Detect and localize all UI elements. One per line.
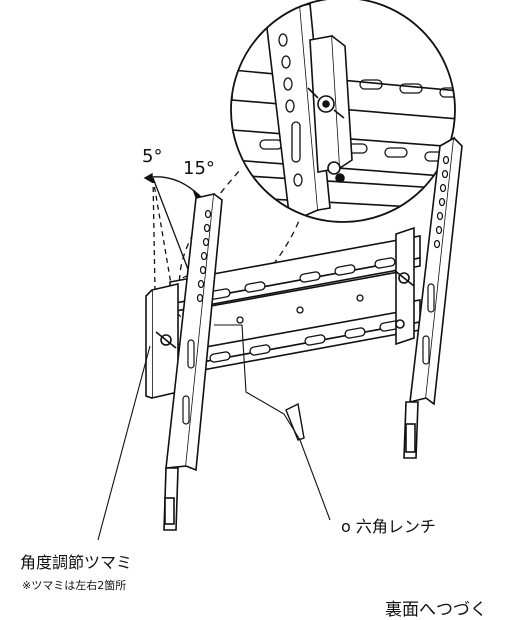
wrench-leader-line — [214, 324, 331, 521]
left-vertical-arm — [145, 192, 223, 531]
angle-knob-label: 角度調節ツマミ — [20, 553, 133, 572]
continued-on-back-label: 裏面へつづく — [385, 600, 487, 620]
tilt-angle-15: 15° — [183, 158, 215, 179]
tilt-angle-5: 5° — [142, 146, 163, 167]
knob-leader-line — [97, 345, 151, 541]
right-vertical-arm — [393, 136, 463, 459]
hex-wrench-label: o 六角レンチ — [341, 517, 436, 536]
knob-location-note: ※ツマミは左右2箇所 — [22, 579, 127, 592]
zoom-detail-circle — [230, 0, 456, 223]
